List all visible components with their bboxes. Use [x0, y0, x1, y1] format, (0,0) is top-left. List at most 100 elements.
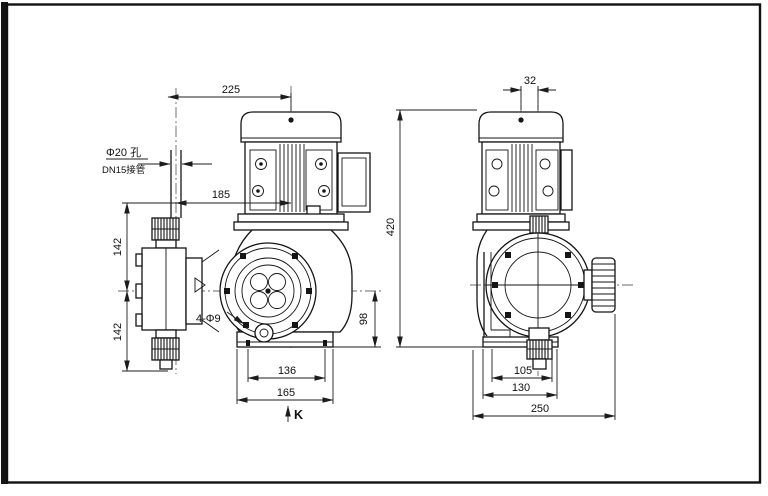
bolt: [565, 252, 571, 258]
dimensions-side: 32 420 105 130: [385, 75, 616, 420]
pipe-conn-label: DN15接管: [102, 164, 145, 176]
dim-label-165: 165: [277, 387, 295, 399]
sheet-frame: [1, 2, 762, 484]
base-slot: [246, 340, 250, 346]
bolt: [240, 253, 246, 259]
bolt: [306, 288, 312, 294]
frame-left-bar: [1, 2, 8, 484]
motor-fins-side: [511, 144, 533, 212]
terminal-box-edge: [560, 149, 573, 211]
pump-head-side: [485, 232, 591, 338]
dim-pipe-hole: Φ20 孔 DN15接管: [102, 146, 212, 176]
dim-label-32: 32: [524, 75, 536, 87]
suction-connector: [151, 329, 180, 370]
dim-420: 420: [385, 109, 483, 348]
hose-tip: [159, 359, 173, 370]
label-4xd9: 4-Φ9: [196, 311, 245, 325]
bolt-circle: [255, 158, 267, 170]
view-arrow-K: K: [285, 405, 303, 422]
dim-225: 225: [167, 84, 292, 111]
motor-side: [472, 111, 573, 234]
dim-label-420: 420: [385, 218, 397, 236]
knurl-ribs: [527, 340, 552, 359]
terminal-box: [337, 152, 371, 213]
terminal-box-cover: [341, 157, 367, 207]
knob-ribs: [592, 263, 615, 307]
motor-flange-side: [476, 213, 566, 223]
dim-105: 105: [491, 349, 553, 382]
lifting-eye-side: [518, 117, 524, 123]
mount-holes-label: 4-Φ9: [196, 313, 221, 325]
clover-lobe: [268, 291, 286, 309]
bolt-dot: [322, 189, 326, 193]
front-view: 225 185 Φ20 孔 DN15接管 142 142: [102, 84, 381, 422]
dim-label-185: 185: [212, 189, 230, 201]
knob-shaft: [583, 269, 593, 301]
bolt-dot: [319, 162, 323, 166]
dim-136: 136: [247, 349, 326, 382]
knob-body: [591, 257, 616, 313]
motor-flange-step-side: [472, 221, 570, 231]
fan-cover-side: [478, 111, 564, 143]
drain-boss: [254, 323, 274, 343]
dim-label-142-bottom: 142: [112, 323, 124, 341]
dim-130: 130: [482, 349, 558, 399]
dim-label-130: 130: [512, 382, 530, 394]
dimensions-front: 225 185 Φ20 孔 DN15接管 142 142: [102, 84, 381, 422]
dim-label-142-top: 142: [112, 238, 124, 256]
motor-flange: [237, 213, 345, 223]
tie-rod-panel: [485, 149, 509, 211]
clover-lobe: [250, 291, 268, 309]
dim-142-pair: 142 142: [112, 202, 168, 372]
dim-label-136: 136: [278, 365, 296, 377]
dim-label-98: 98: [358, 313, 370, 325]
dim-98: 98: [333, 290, 381, 348]
bolt: [292, 253, 298, 259]
bolt: [243, 322, 249, 328]
fan-cover: [240, 111, 342, 143]
support-bracket: [483, 252, 511, 337]
stroke-knob: [583, 257, 616, 313]
bolt: [292, 322, 298, 328]
knurl-ribs: [152, 218, 179, 240]
clover-center: [265, 288, 271, 294]
dim-32: 32: [503, 75, 556, 110]
motor-body-side: [481, 141, 561, 215]
flange-tab: [135, 283, 143, 299]
bolt-circle: [315, 158, 327, 170]
bolt: [224, 288, 230, 294]
head-inner-ring: [241, 264, 295, 318]
pipe-hole-label: Φ20 孔: [106, 146, 141, 159]
dim-label-250: 250: [531, 403, 549, 415]
bracket-foot: [491, 329, 511, 337]
bolt-circle: [252, 185, 264, 197]
dim-165: 165: [236, 349, 334, 404]
head-adapter: [185, 257, 203, 325]
frame-border: [5, 3, 762, 484]
dim-label-225: 225: [222, 84, 240, 96]
tie-rod-panel: [535, 149, 559, 211]
clover-lobe: [268, 273, 286, 291]
tie-rod-panel-left: [249, 149, 277, 211]
bolt-circle: [318, 185, 330, 197]
bolt-circle: [488, 185, 500, 197]
dim-185: 185: [122, 189, 292, 206]
head-bolt-circle: [234, 257, 302, 325]
drain-boss-inner: [259, 328, 269, 338]
bell-housing-side: [476, 229, 488, 337]
bolt: [505, 252, 511, 258]
dim-250: 250: [472, 314, 616, 420]
motor-front: [233, 111, 371, 231]
pump-head-front: [219, 242, 317, 343]
head-bolts: [224, 253, 312, 328]
valve-body: [528, 327, 550, 341]
lifting-eye: [288, 117, 294, 123]
pump-body: [141, 247, 187, 331]
suction-connector-side: [526, 327, 553, 370]
leader-line: [226, 311, 245, 325]
discharge-connector: [151, 217, 180, 249]
head-clover: [250, 273, 286, 309]
view-label-K: K: [294, 408, 303, 422]
